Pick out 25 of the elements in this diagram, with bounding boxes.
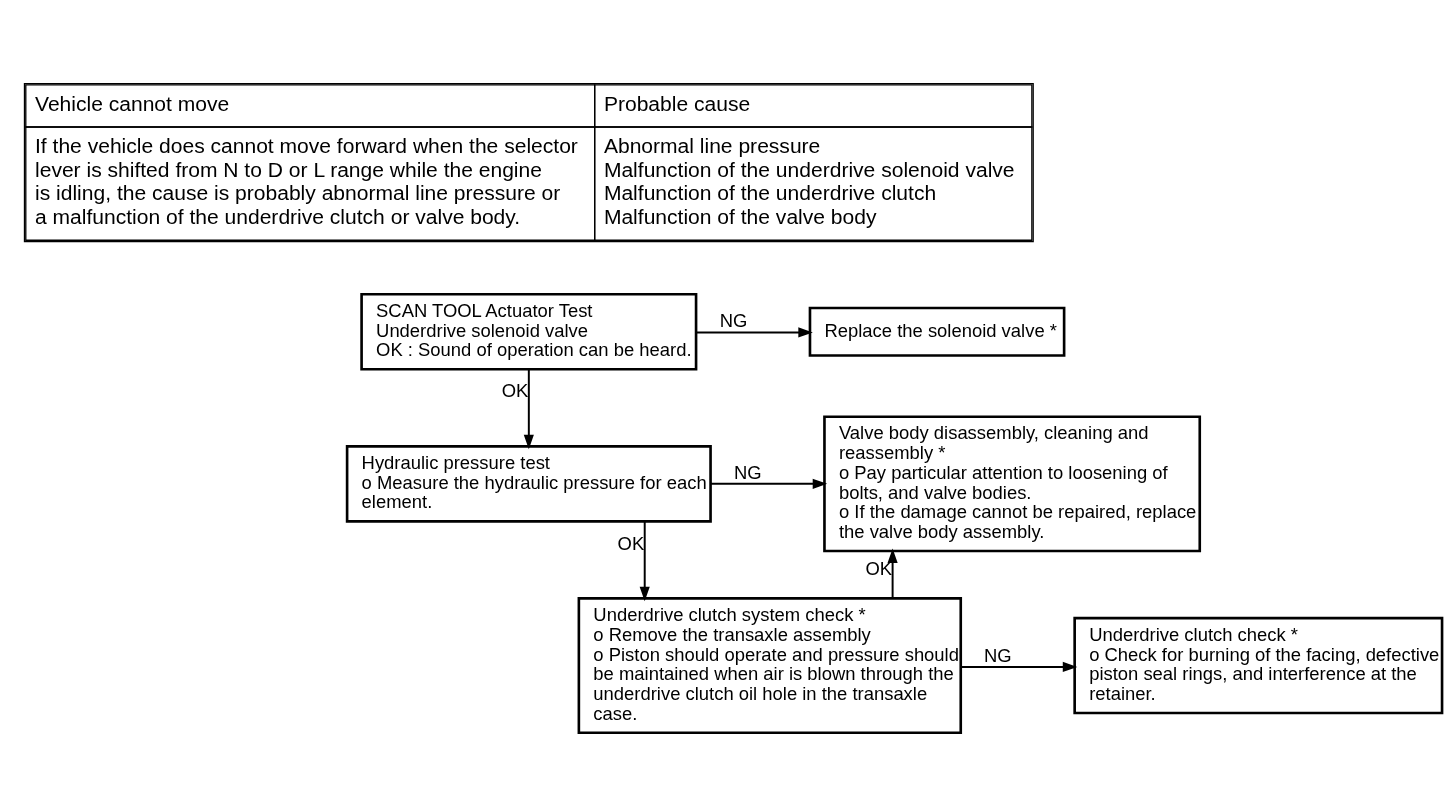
label: Probable cause xyxy=(603,91,751,115)
node-box: Underdrive clutch system check * o Remove the transaxle assembly o Piston should operate and pressure should be maintained when air is blown through the underdrive clutch oil hole in the transaxle case. xyxy=(577,596,963,734)
arrow xyxy=(523,367,534,449)
node-box: Hydraulic pressure test o Measure the hydraulic pressure for each element. xyxy=(345,444,712,523)
node-box: SCAN TOOL Actuator Test Underdrive solenoid valve OK : Sound of operation can be heard. xyxy=(360,292,698,371)
label: Malfunction of the underdrive solenoid valve xyxy=(603,157,1015,181)
label: Malfunction of the valve body xyxy=(603,204,877,228)
label: Vehicle cannot move xyxy=(35,91,230,115)
node-box: Replace the solenoid valve * xyxy=(808,306,1066,357)
arrow xyxy=(709,478,828,489)
edge-label: NG xyxy=(983,644,1012,666)
arrow xyxy=(639,520,650,601)
arrow xyxy=(695,326,813,337)
label: Abnormal line pressure xyxy=(603,133,821,157)
arrow xyxy=(887,548,898,599)
label: If the vehicle does cannot move forward when the selector lever is shifted from N to D or L range while the engine is idling, the cause is probably abnormal line pressure or a malfunction of the underdrive clutch or valve body. xyxy=(35,133,578,228)
node-box: Valve body disassembly, cleaning and reassembly * o Pay particular attention to loosening of bolts, and valve bodies. o If the damage cannot be repaired, replace the valve body assembly. xyxy=(823,414,1202,552)
edge-label: OK xyxy=(501,379,529,401)
edge-label: NG xyxy=(733,461,762,483)
arrow xyxy=(959,661,1078,672)
node-box: Underdrive clutch check * o Check for burning of the facing, defective piston seal rings, and interference at the retainer. xyxy=(1073,616,1444,714)
edge-label: OK xyxy=(617,532,645,554)
label: Malfunction of the underdrive clutch xyxy=(603,180,937,204)
edge-label: OK xyxy=(865,557,893,579)
edge-label: NG xyxy=(719,309,748,331)
